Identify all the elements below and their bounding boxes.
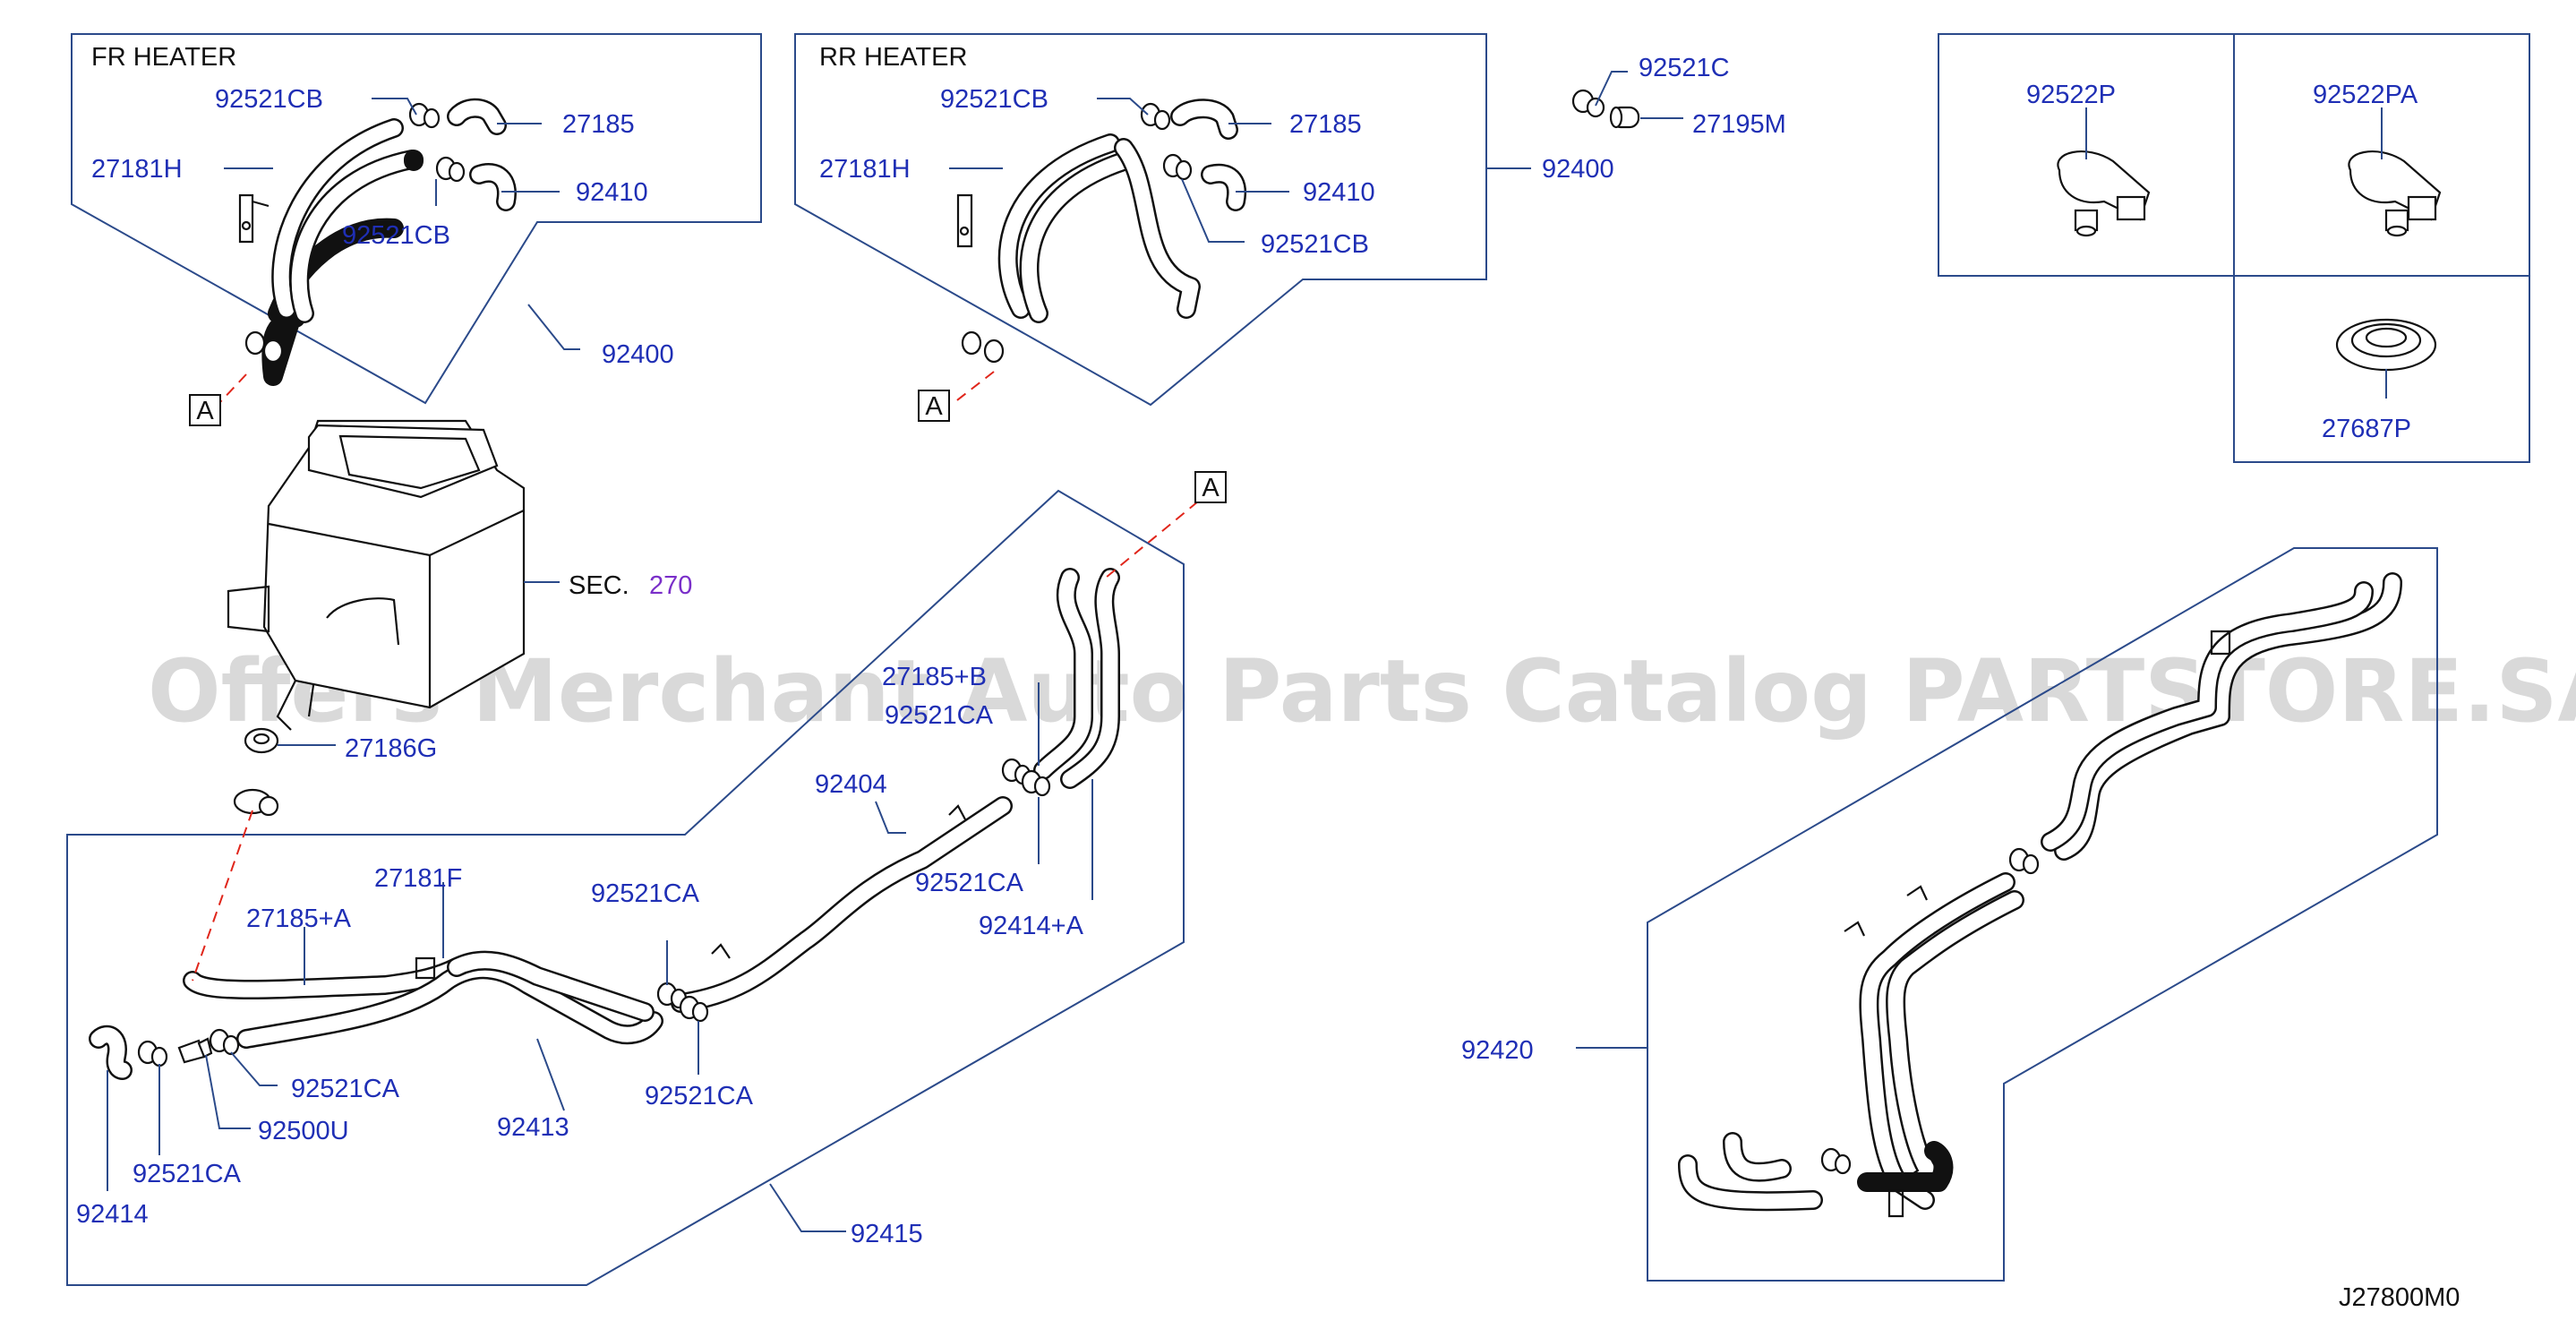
ref-line-heater	[192, 810, 253, 982]
rr-hose-92410	[1201, 163, 1247, 211]
label-92521ca-right: 92521CA	[915, 869, 1024, 897]
label-27181f: 27181F	[374, 864, 462, 893]
label-92404: 92404	[815, 770, 887, 799]
fr-heater-pipes	[238, 118, 424, 386]
label-92522p: 92522P	[2026, 81, 2116, 109]
front-hose-92414a	[1033, 568, 1120, 789]
label-fr-27185: 27185	[562, 110, 635, 139]
label-fr-92521cb-bottom: 92521CB	[342, 221, 450, 250]
label-92415: 92415	[851, 1220, 923, 1248]
label-92521ca-center: 92521CA	[645, 1082, 754, 1110]
label-rr-92521cb-top: 92521CB	[940, 85, 1048, 114]
label-92521c: 92521C	[1639, 54, 1730, 82]
diagram-id: J27800M0	[2339, 1283, 2460, 1312]
label-fr-92410: 92410	[576, 178, 648, 207]
svg-text:A: A	[1202, 474, 1220, 502]
fr-heater-title: FR HEATER	[91, 43, 236, 72]
label-92414a: 92414+A	[979, 912, 1084, 940]
label-92420: 92420	[1461, 1036, 1534, 1065]
fr-clamps	[244, 102, 466, 364]
label-27687p: 27687P	[2322, 415, 2411, 443]
label-27185a: 27185+A	[246, 905, 352, 933]
ref-marker-a-1: A	[189, 394, 221, 426]
label-sec-270: 270	[649, 571, 692, 600]
fr-heater-box	[71, 33, 762, 405]
clip-92522p	[2057, 150, 2151, 237]
front-tube-box	[66, 489, 1185, 1286]
ref-line-rr	[953, 371, 995, 404]
svg-text:A: A	[925, 392, 943, 421]
rear-tube-92420	[1678, 572, 2402, 1218]
label-92521ca-mid: 92521CA	[591, 879, 700, 908]
hose-27185b	[233, 788, 279, 817]
ref-line-fr	[218, 373, 247, 404]
grommet-box-27687p	[2233, 275, 2530, 463]
label-fr-27181h: 27181H	[91, 155, 183, 184]
heater-unit	[227, 419, 526, 731]
label-92413: 92413	[497, 1113, 569, 1142]
label-rr-27185: 27185	[1289, 110, 1362, 139]
labels: FR HEATER 92521CB 27185 27181H 92410 925…	[76, 43, 2460, 1312]
fr-hose-92410	[469, 163, 517, 211]
ref-line-front	[1105, 501, 1199, 579]
grommet-27687p	[2335, 318, 2437, 372]
label-92500u: 92500U	[258, 1117, 349, 1145]
label-fr-92400: 92400	[602, 340, 674, 369]
label-rr-92521cb-bottom: 92521CB	[1261, 230, 1369, 259]
label-92521ca-left: 92521CA	[291, 1075, 400, 1103]
label-rr-27181h: 27181H	[819, 155, 911, 184]
rr-hose-27185	[1170, 99, 1238, 140]
grommet-27186g	[244, 727, 279, 754]
label-rr-92400: 92400	[1542, 155, 1614, 184]
label-27185b: 27185+B	[882, 663, 987, 691]
label-92522pa: 92522PA	[2313, 81, 2418, 109]
joint-92500u	[177, 1037, 213, 1064]
label-92414: 92414	[76, 1200, 149, 1229]
clamp-92521c	[1571, 89, 1605, 118]
label-27195m: 27195M	[1692, 110, 1786, 139]
svg-text:A: A	[196, 397, 214, 425]
rr-heater-box	[794, 33, 1487, 407]
ref-marker-a-2: A	[918, 390, 950, 422]
label-27186g: 27186G	[345, 734, 437, 763]
rr-heater-pipes	[956, 133, 1201, 323]
rear-tube-box	[1647, 547, 2438, 1282]
rear-clamps	[1820, 847, 2040, 1175]
label-rr-92410: 92410	[1303, 178, 1375, 207]
label-92521ca-upper: 92521CA	[885, 701, 994, 730]
front-tube-27181f	[183, 950, 663, 1049]
clip-92522pa	[2348, 150, 2442, 237]
label-fr-92521cb-top: 92521CB	[215, 85, 323, 114]
front-clamps	[137, 758, 1051, 1067]
front-hose-92414	[89, 1025, 133, 1080]
rr-clamps	[961, 102, 1193, 364]
cap-27195m	[1609, 106, 1640, 129]
front-tube-92404	[671, 796, 1013, 1013]
fr-hose-27185	[447, 98, 507, 135]
label-92521ca-bottom: 92521CA	[133, 1160, 242, 1188]
leader-lines	[107, 71, 2387, 1232]
rr-heater-title: RR HEATER	[819, 43, 967, 72]
label-sec: SEC.	[569, 571, 629, 600]
ref-marker-a-3: A	[1194, 471, 1227, 503]
